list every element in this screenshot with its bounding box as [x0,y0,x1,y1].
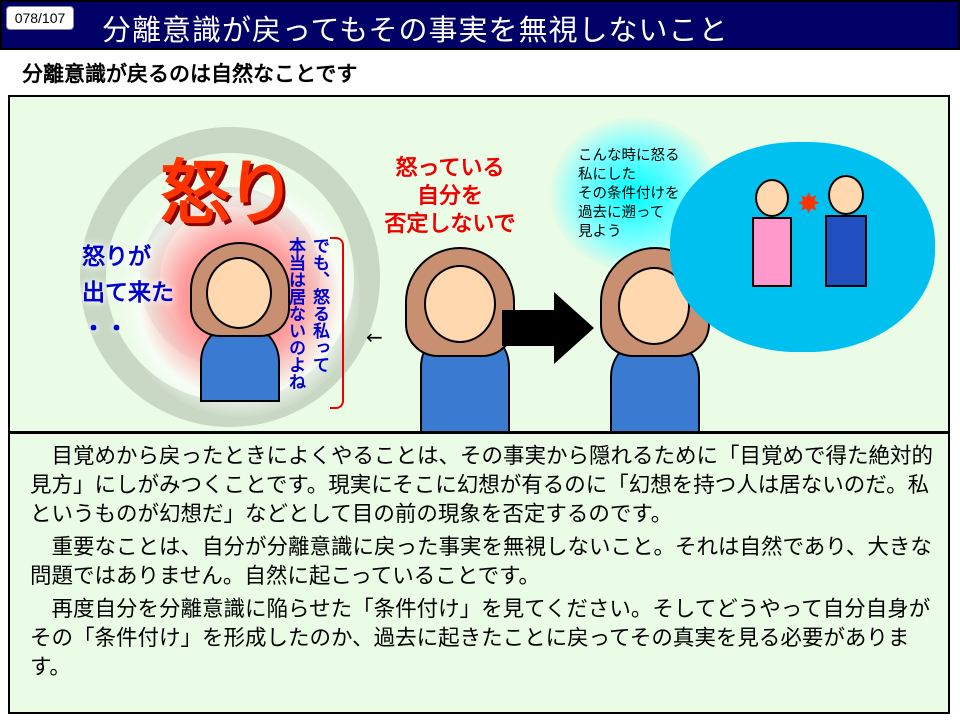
slide-title: 分離意識が戻ってもその事実を無視しないこと [102,13,729,47]
left-arrow-icon: ← [366,325,383,349]
bubble-line: その条件付けを [578,186,680,202]
right-arrow-icon [502,292,594,364]
illustration-panel: 怒り 怒りが 出て来た ・・ でも、怒る私って 本当は居ないのよね ← 怒ってい… [8,95,950,433]
boy-face [828,175,864,215]
red-message-line: 否定しないで [384,212,516,237]
paragraph: 目覚めから戻ったときによくやることは、その事実から隠れるために「目覚めで得た絶対… [30,444,934,527]
anger-came-line: ・・ [82,316,128,342]
anger-word: 怒り [160,152,296,234]
slide-header: 078/107 分離意識が戻ってもその事実を無視しないこと [0,0,960,50]
thought-line-2: 本当は居ないのよね [285,237,305,390]
red-bracket [330,237,344,409]
clash-burst-icon: ✸ [797,187,821,220]
thought-bubble-text: こんな時に怒る 私にした その条件付けを 過去に遡って 見よう [578,147,680,242]
girl-face [755,179,789,217]
page-number: 078/107 [6,6,74,30]
girl-body [752,217,792,287]
woman-face [424,265,496,343]
anger-came-line: 出て来た [82,280,174,306]
bubble-line: 私にした [578,167,636,183]
paragraph: 再度自分を分離意識に陥らせた「条件付け」を見てください。そしてどうやって自分自身… [30,597,931,680]
body-text: 目覚めから戻ったときによくやることは、その事実から隠れるために「目覚めで得た絶対… [8,432,950,714]
anger-came-text: 怒りが 出て来た ・・ [82,239,174,347]
subtitle: 分離意識が戻るのは自然なことです [22,62,358,86]
bubble-line: 過去に遡って [578,205,665,221]
memory-cloud [670,142,935,352]
anger-came-line: 怒りが [82,244,151,270]
woman-face [206,257,272,329]
bubble-line: 見よう [578,224,622,240]
boy-body [825,215,867,287]
red-message-line: 自分を [416,184,483,209]
red-message: 怒っている 自分を 否定しないで [370,155,530,239]
bubble-line: こんな時に怒る [578,148,680,164]
thought-line-1: でも、怒る私って [309,237,329,373]
paragraph: 重要なことは、自分が分離意識に戻った事実を無視しないこと。それは自然であり、大き… [30,535,932,589]
red-message-line: 怒っている [395,156,505,181]
